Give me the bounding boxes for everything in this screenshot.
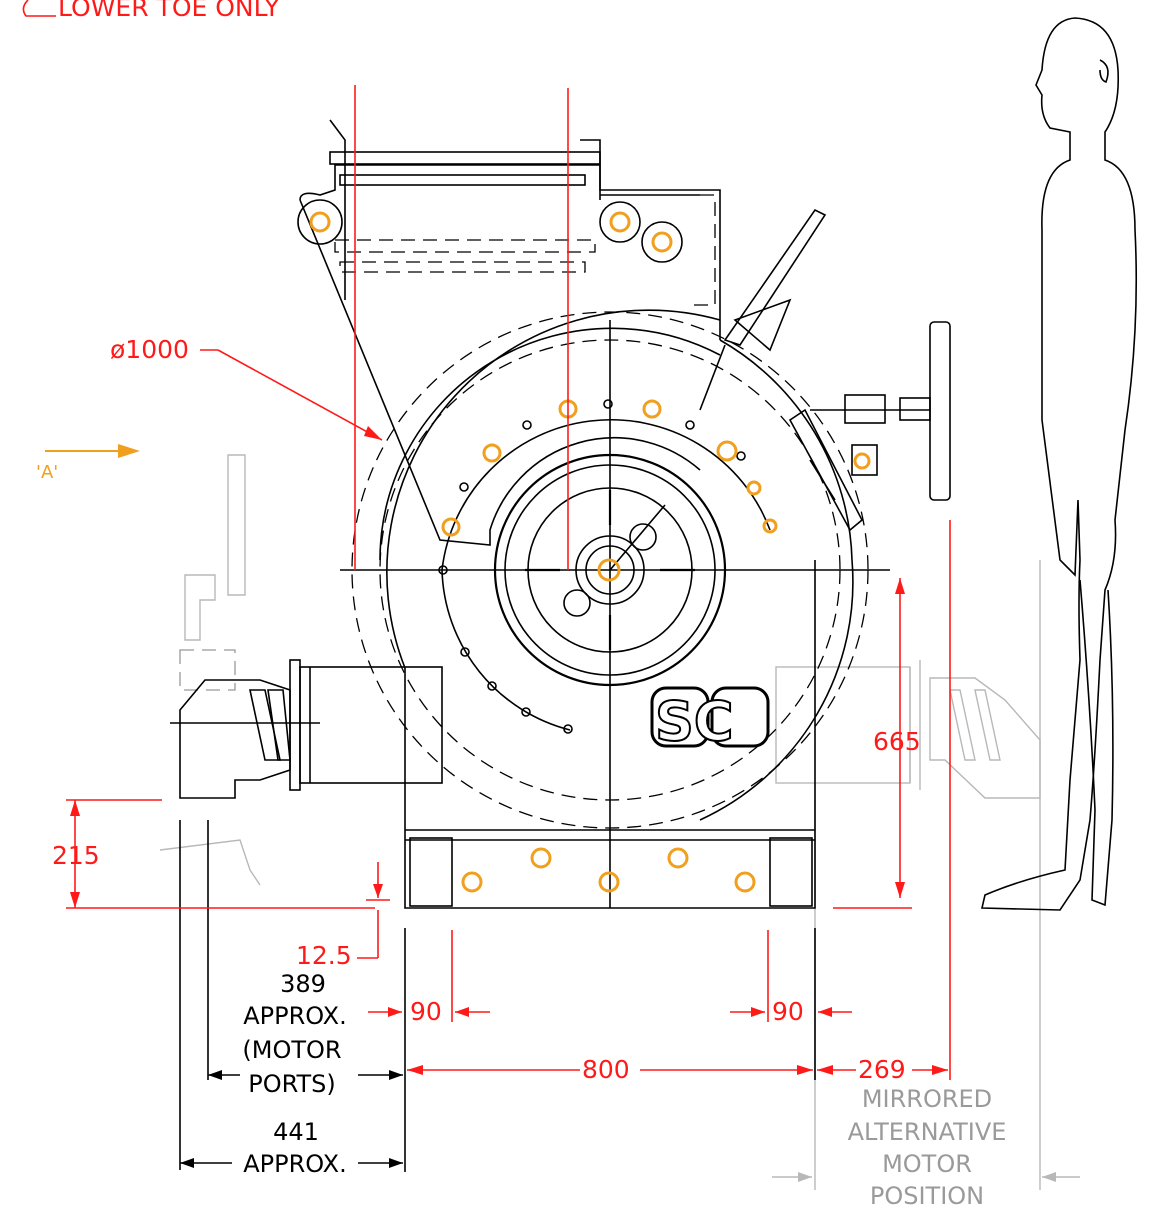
dimensions: ø1000 665 215 12.5 90 90: [52, 85, 951, 1084]
motor-ports-line-1: 389: [280, 970, 326, 998]
hopper: [297, 119, 726, 546]
hydraulic-motor: [170, 659, 443, 1170]
mirrored-line-4: POSITION: [870, 1182, 984, 1210]
motor-ports-line-4: PORTS): [248, 1070, 336, 1098]
main-housing: [340, 309, 890, 909]
gap-12-5-label: 12.5: [296, 941, 352, 970]
lower-toe-text: LOWER TOE ONLY: [58, 0, 280, 22]
diameter-label: ø1000: [110, 335, 189, 364]
view-a-label: 'A': [36, 462, 58, 483]
mirrored-line-3: MOTOR: [882, 1150, 972, 1178]
overall-441-line-2: APPROX.: [243, 1150, 346, 1178]
hub: [493, 453, 727, 687]
motor-ports-line-3: (MOTOR: [242, 1036, 341, 1064]
bolt-arc: [438, 399, 771, 734]
human-figure: [981, 17, 1138, 911]
highlighted-bolts: [309, 211, 871, 893]
logo-text: SC: [655, 690, 734, 753]
black-dimensions: 389 APPROX. (MOTOR PORTS) 441 APPROX.: [180, 928, 816, 1178]
width-800-label: 800: [582, 1055, 630, 1084]
right-90-label: 90: [772, 997, 804, 1026]
lower-toe-note: LOWER TOE ONLY: [22, 0, 280, 22]
view-a-arrow: 'A': [36, 444, 140, 483]
motor-ports-line-2: APPROX.: [243, 1002, 346, 1030]
height-665-label: 665: [873, 727, 921, 756]
mirrored-line-1: MIRRORED: [862, 1085, 992, 1113]
height-215-label: 215: [52, 841, 100, 870]
mirrored-line-2: ALTERNATIVE: [848, 1118, 1007, 1146]
mirrored-motor-label: MIRRORED ALTERNATIVE MOTOR POSITION: [772, 1085, 1080, 1210]
offset-269-label: 269: [858, 1055, 906, 1084]
sc-logo: SC: [650, 686, 770, 754]
overall-441-line-1: 441: [273, 1118, 319, 1146]
handwheel-assembly: [723, 208, 951, 532]
left-90-label: 90: [410, 997, 442, 1026]
